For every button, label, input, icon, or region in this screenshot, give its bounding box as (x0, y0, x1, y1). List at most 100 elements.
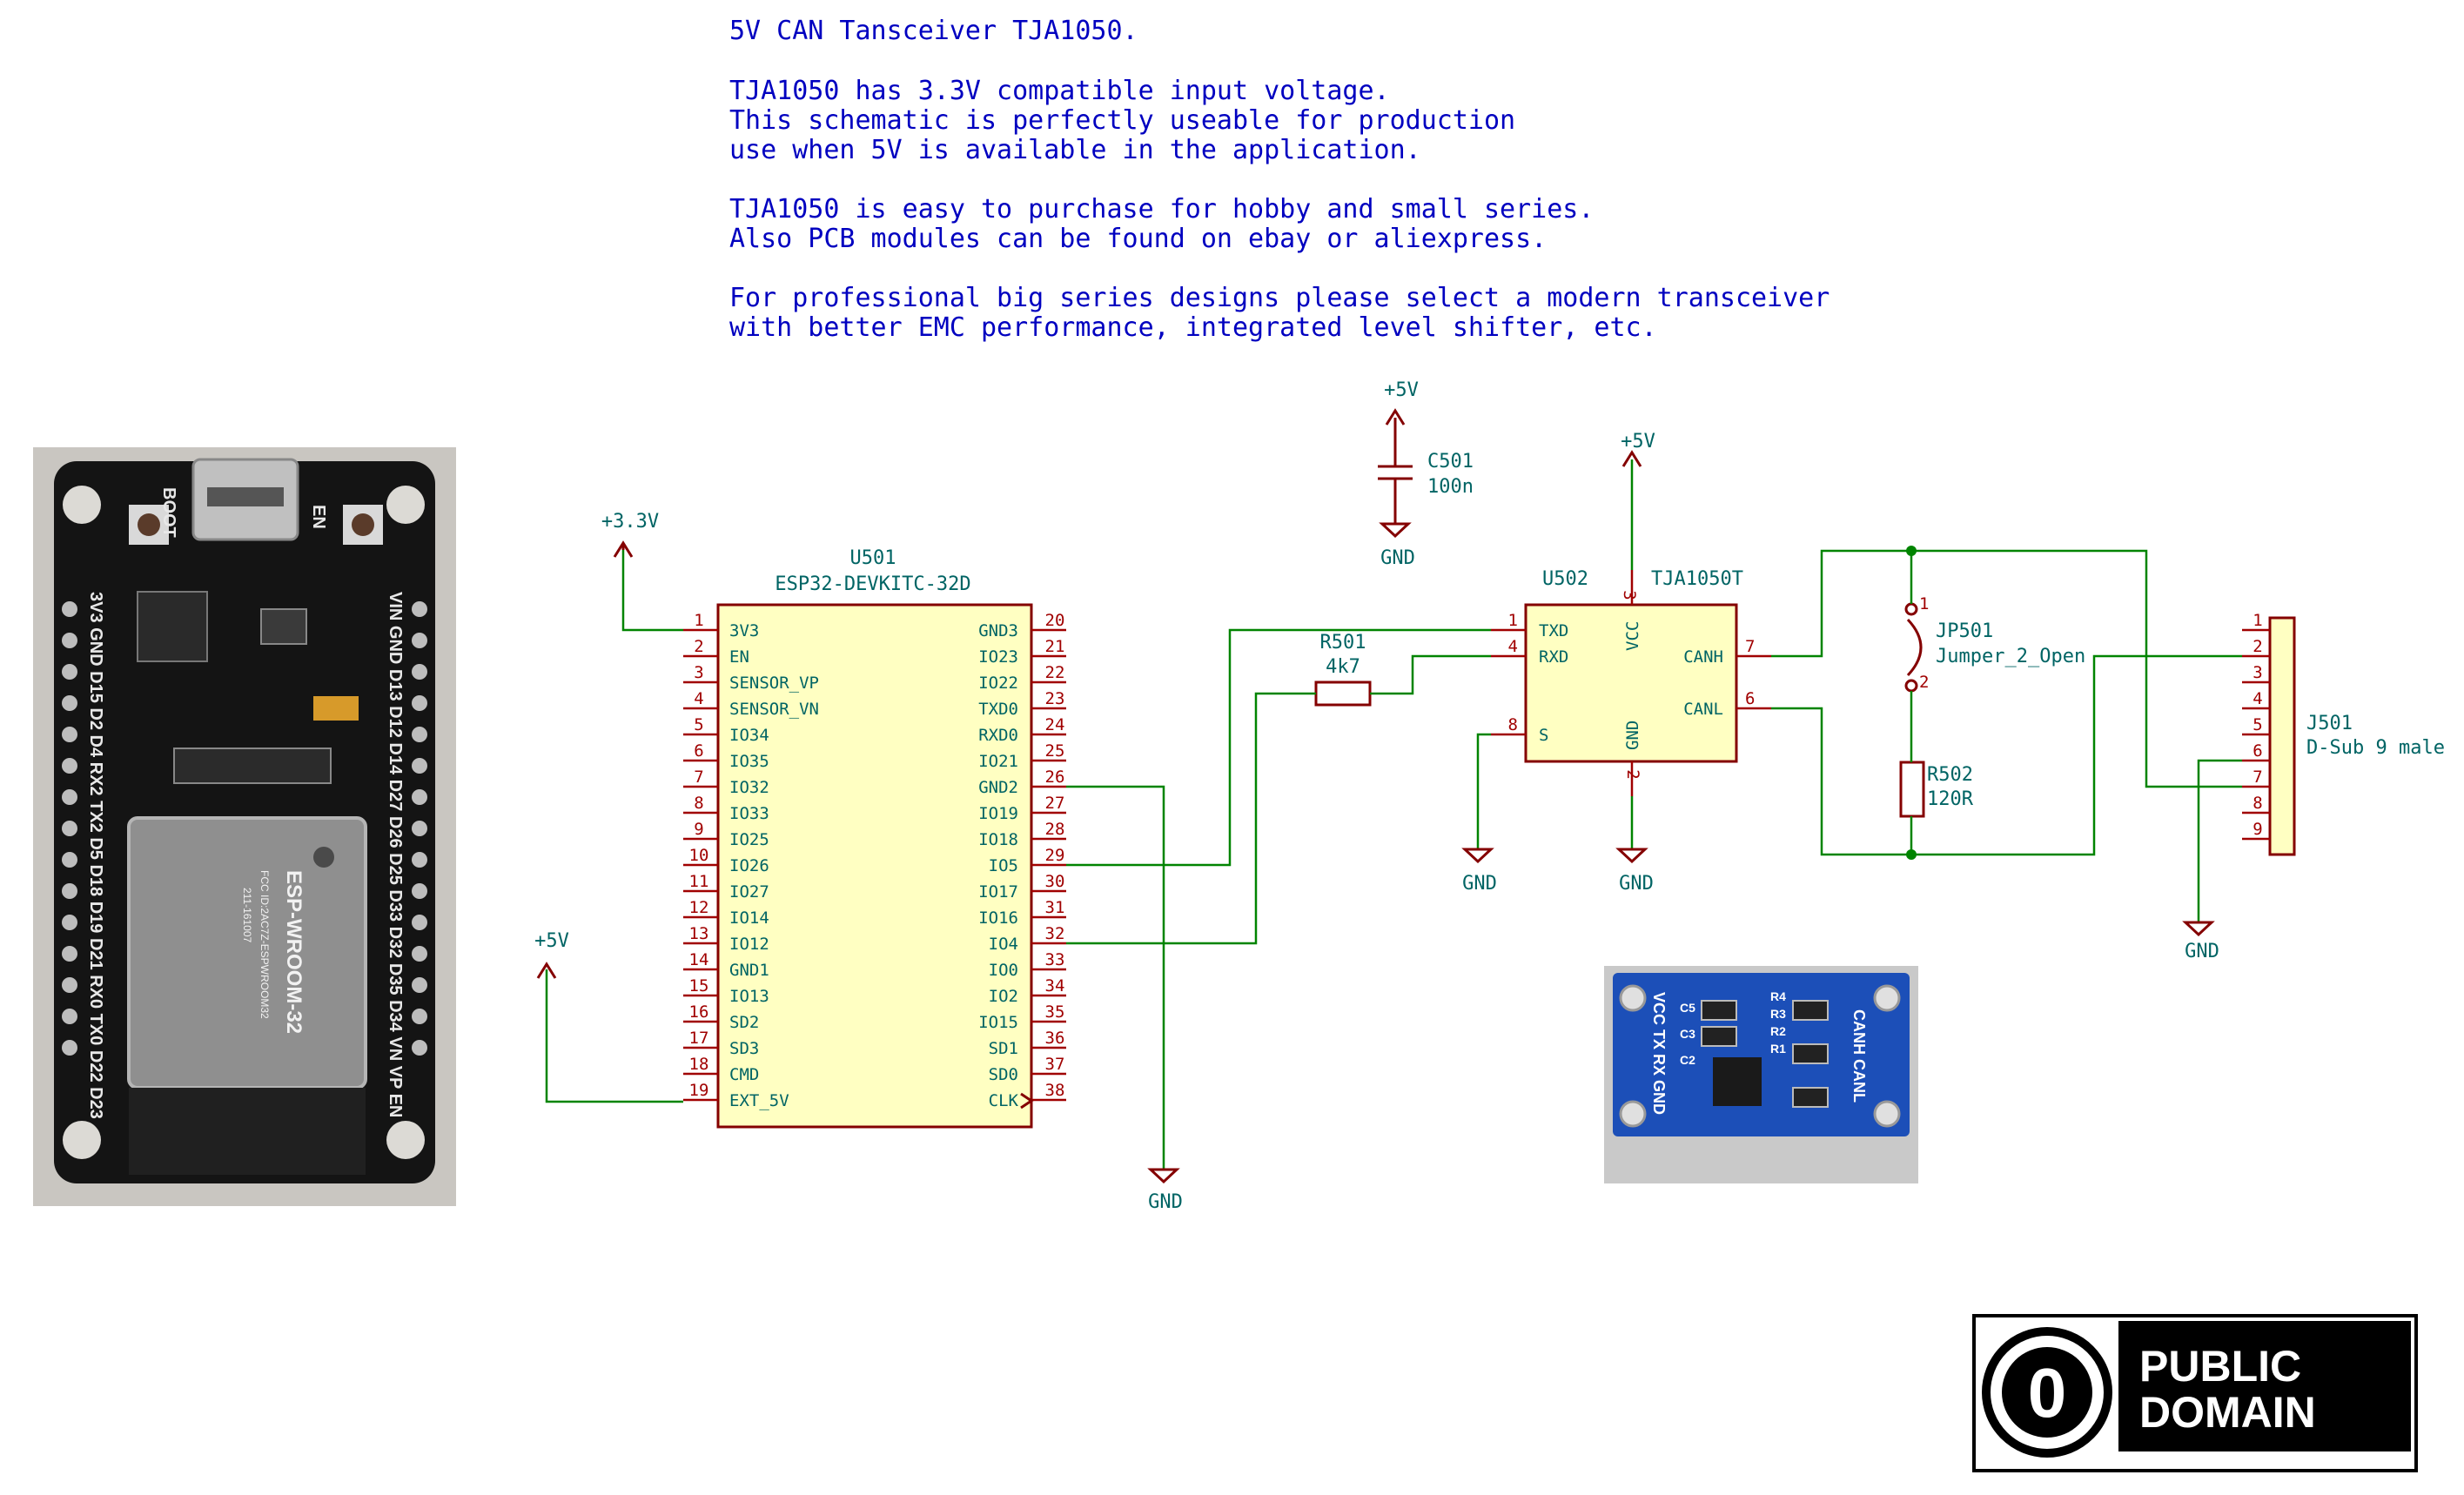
pin-name: IO33 (729, 804, 769, 823)
pin-name-vcc: VCC (1623, 621, 1642, 651)
pin-name: IO18 (978, 830, 1018, 849)
r-label: R1 (1770, 1042, 1786, 1056)
pin-number: 23 (1045, 689, 1065, 708)
j501-ref: J501 (2306, 713, 2353, 734)
r501-value: 4k7 (1326, 656, 1360, 678)
c501-ref: C501 (1427, 451, 1474, 473)
r502-ref: R502 (1927, 764, 1973, 786)
c501-capacitor: C501 100n (1378, 418, 1474, 524)
pin-number: 8 (2253, 794, 2262, 813)
r502-value: 120R (1927, 788, 1974, 810)
jp501-ref: JP501 (1936, 620, 1993, 642)
badge-text-bg (2118, 1321, 2411, 1451)
wire-rxd-a (1066, 692, 1316, 945)
usb-slot (207, 487, 284, 506)
u502-tja1050-symbol: U502 TJA1050T 1 4 8 TXD RXD S 3 VCC 2 GN… (1491, 568, 1771, 796)
u501-pins: 13V32EN3SENSOR_VP4SENSOR_VN5IO346IO357IO… (683, 611, 1066, 1110)
u501-ref: U501 (850, 547, 896, 569)
pin-number: 34 (1045, 976, 1065, 996)
usb-uart-chip-icon (137, 591, 208, 662)
ground-label: GND (1462, 873, 1497, 895)
pin-number: 37 (1045, 1055, 1065, 1074)
pin-number: 35 (1045, 1002, 1065, 1022)
pin-number: 1 (2253, 611, 2262, 630)
pin-number: 12 (689, 898, 709, 917)
wire-s (1476, 733, 1491, 849)
pin-name: GND2 (978, 778, 1018, 797)
capacitor-icon (1701, 1026, 1737, 1047)
r-label: R3 (1770, 1007, 1786, 1021)
ground-icon (1379, 522, 1412, 539)
power-label-5v: +5V (1384, 379, 1419, 401)
antenna-area (129, 1088, 366, 1175)
pin-number: 7 (1745, 637, 1755, 656)
tja1050-chip-icon (1713, 1057, 1762, 1106)
pin-number: 17 (689, 1029, 709, 1048)
power-arrow-icon (1385, 408, 1406, 426)
r502-resistor: R502 120R (1899, 761, 1974, 818)
wire-rxd-b (1370, 654, 1491, 695)
wires (545, 459, 2242, 1170)
wire-3v3 (621, 548, 683, 632)
note-line: use when 5V is available in the applicat… (729, 135, 1421, 165)
pin-number: 2 (1919, 673, 1929, 692)
pin-name: IO27 (729, 882, 769, 902)
pin-number: 21 (1045, 637, 1065, 656)
pin-name: RXD0 (978, 726, 1018, 745)
r-label: R4 (1770, 989, 1786, 1003)
pin-number: 6 (1745, 689, 1755, 708)
pin-name: IO4 (989, 935, 1018, 954)
pin-number: 1 (1919, 594, 1929, 613)
pin-name: IO14 (729, 908, 769, 928)
pin-name: IO25 (729, 830, 769, 849)
u501-value: ESP32-DEVKITC-32D (775, 573, 970, 595)
mounting-hole (386, 1121, 425, 1159)
note-line: This schematic is perfectly useable for … (729, 105, 1515, 136)
pin-number: 4 (2253, 689, 2262, 708)
clock-marker-icon (1020, 1092, 1034, 1110)
wire-dsub-gnd (2197, 759, 2242, 922)
pin-number: 25 (1045, 741, 1065, 761)
ground-label: GND (1619, 873, 1654, 895)
pin-name: CMD (729, 1065, 759, 1084)
junction-dot (1906, 849, 1917, 860)
jumper-icon (1906, 618, 1923, 677)
module-label: ESP-WROOM-32 (282, 870, 305, 1034)
c-label: C5 (1680, 1001, 1695, 1015)
button-cap (352, 513, 374, 536)
pin-number: 7 (2253, 768, 2262, 787)
pin-name: IO34 (729, 726, 769, 745)
ground-icon (1615, 848, 1648, 864)
module-pin-labels: VCC TX RX GND (1650, 992, 1668, 1115)
pin-name: GND1 (729, 961, 769, 980)
pin-number: 9 (2253, 820, 2262, 839)
capacitor-icon (313, 696, 359, 721)
pin-name: 3V3 (729, 621, 759, 640)
power-symbols: +3.3V +5V +5V GND +5V GND GND GND GND (534, 379, 2219, 1213)
ground-label: GND (1380, 547, 1415, 569)
wire-gnd2 (1066, 785, 1165, 1170)
pin-number: 36 (1045, 1029, 1065, 1048)
power-label-5v: +5V (1621, 431, 1655, 453)
regulator-icon (260, 608, 307, 645)
pin-name: CLK (989, 1091, 1019, 1110)
mounting-hole (386, 486, 425, 524)
note-line: Also PCB modules can be found on ebay or… (729, 224, 1547, 254)
wire-5v (545, 969, 683, 1103)
ground-icon (1147, 1168, 1180, 1184)
connector-body (2268, 616, 2296, 856)
pin-name: IO15 (978, 1013, 1018, 1032)
button-cap (138, 513, 160, 536)
ground-icon (2182, 921, 2215, 937)
smd-components-icon (173, 748, 332, 784)
license-line2: DOMAIN (2139, 1388, 2316, 1437)
resistor-icon (1314, 680, 1372, 707)
capacitor-icon (1701, 1000, 1737, 1021)
r501-resistor: R501 4k7 (1314, 632, 1372, 707)
module-can-labels: CANH CANL (1850, 1009, 1868, 1103)
pin-number: 5 (2253, 715, 2262, 734)
pin-name: IO13 (729, 987, 769, 1006)
pin-name-s: S (1539, 726, 1548, 745)
